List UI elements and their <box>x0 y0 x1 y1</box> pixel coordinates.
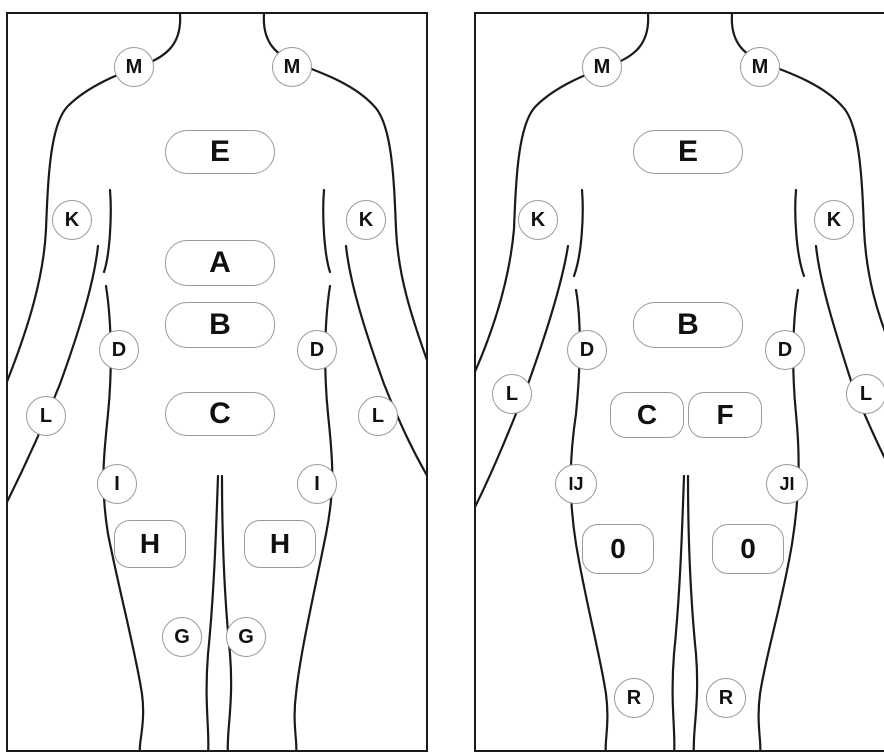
back-hip-right-label: JI <box>766 464 808 504</box>
front-side-left-label: D <box>99 330 139 370</box>
front-body-outline <box>8 14 428 752</box>
back-hip-left-label: IJ <box>555 464 597 504</box>
back-upper-back-label: E <box>633 130 743 174</box>
front-side-right-label: D <box>297 330 337 370</box>
front-shoulder-left-label: M <box>114 47 154 87</box>
back-calf-left-label: R <box>614 678 654 718</box>
front-lower-abdomen-label: C <box>165 392 275 436</box>
front-thigh-right-label: H <box>244 520 316 568</box>
front-hip-right-label: I <box>297 464 337 504</box>
front-forearm-left-label: L <box>26 396 66 436</box>
back-shoulder-left-label: M <box>582 47 622 87</box>
front-inner-thigh-left-label: G <box>162 617 202 657</box>
back-side-left-label: D <box>567 330 607 370</box>
back-upper-arm-right-label: K <box>814 200 854 240</box>
back-buttock-right-label: F <box>688 392 762 438</box>
back-buttock-left-label: C <box>610 392 684 438</box>
back-upper-arm-left-label: K <box>518 200 558 240</box>
front-upper-arm-left-label: K <box>52 200 92 240</box>
front-chest-label: E <box>165 130 275 174</box>
back-forearm-left-label: L <box>492 374 532 414</box>
front-upper-abdomen-label: A <box>165 240 275 286</box>
front-view-panel: M M E A B C K K D D L L I I H H G G <box>6 12 428 752</box>
back-body-outline <box>476 14 884 752</box>
front-shoulder-right-label: M <box>272 47 312 87</box>
back-view-panel: M M E B C F K K D D L L IJ JI 0 0 R R <box>474 12 884 752</box>
back-shoulder-right-label: M <box>740 47 780 87</box>
back-thigh-right-label: 0 <box>712 524 784 574</box>
front-thigh-left-label: H <box>114 520 186 568</box>
front-upper-arm-right-label: K <box>346 200 386 240</box>
back-lower-back-label: B <box>633 302 743 348</box>
front-mid-abdomen-label: B <box>165 302 275 348</box>
back-thigh-left-label: 0 <box>582 524 654 574</box>
front-hip-left-label: I <box>97 464 137 504</box>
front-inner-thigh-right-label: G <box>226 617 266 657</box>
back-forearm-right-label: L <box>846 374 884 414</box>
front-forearm-right-label: L <box>358 396 398 436</box>
back-side-right-label: D <box>765 330 805 370</box>
back-calf-right-label: R <box>706 678 746 718</box>
